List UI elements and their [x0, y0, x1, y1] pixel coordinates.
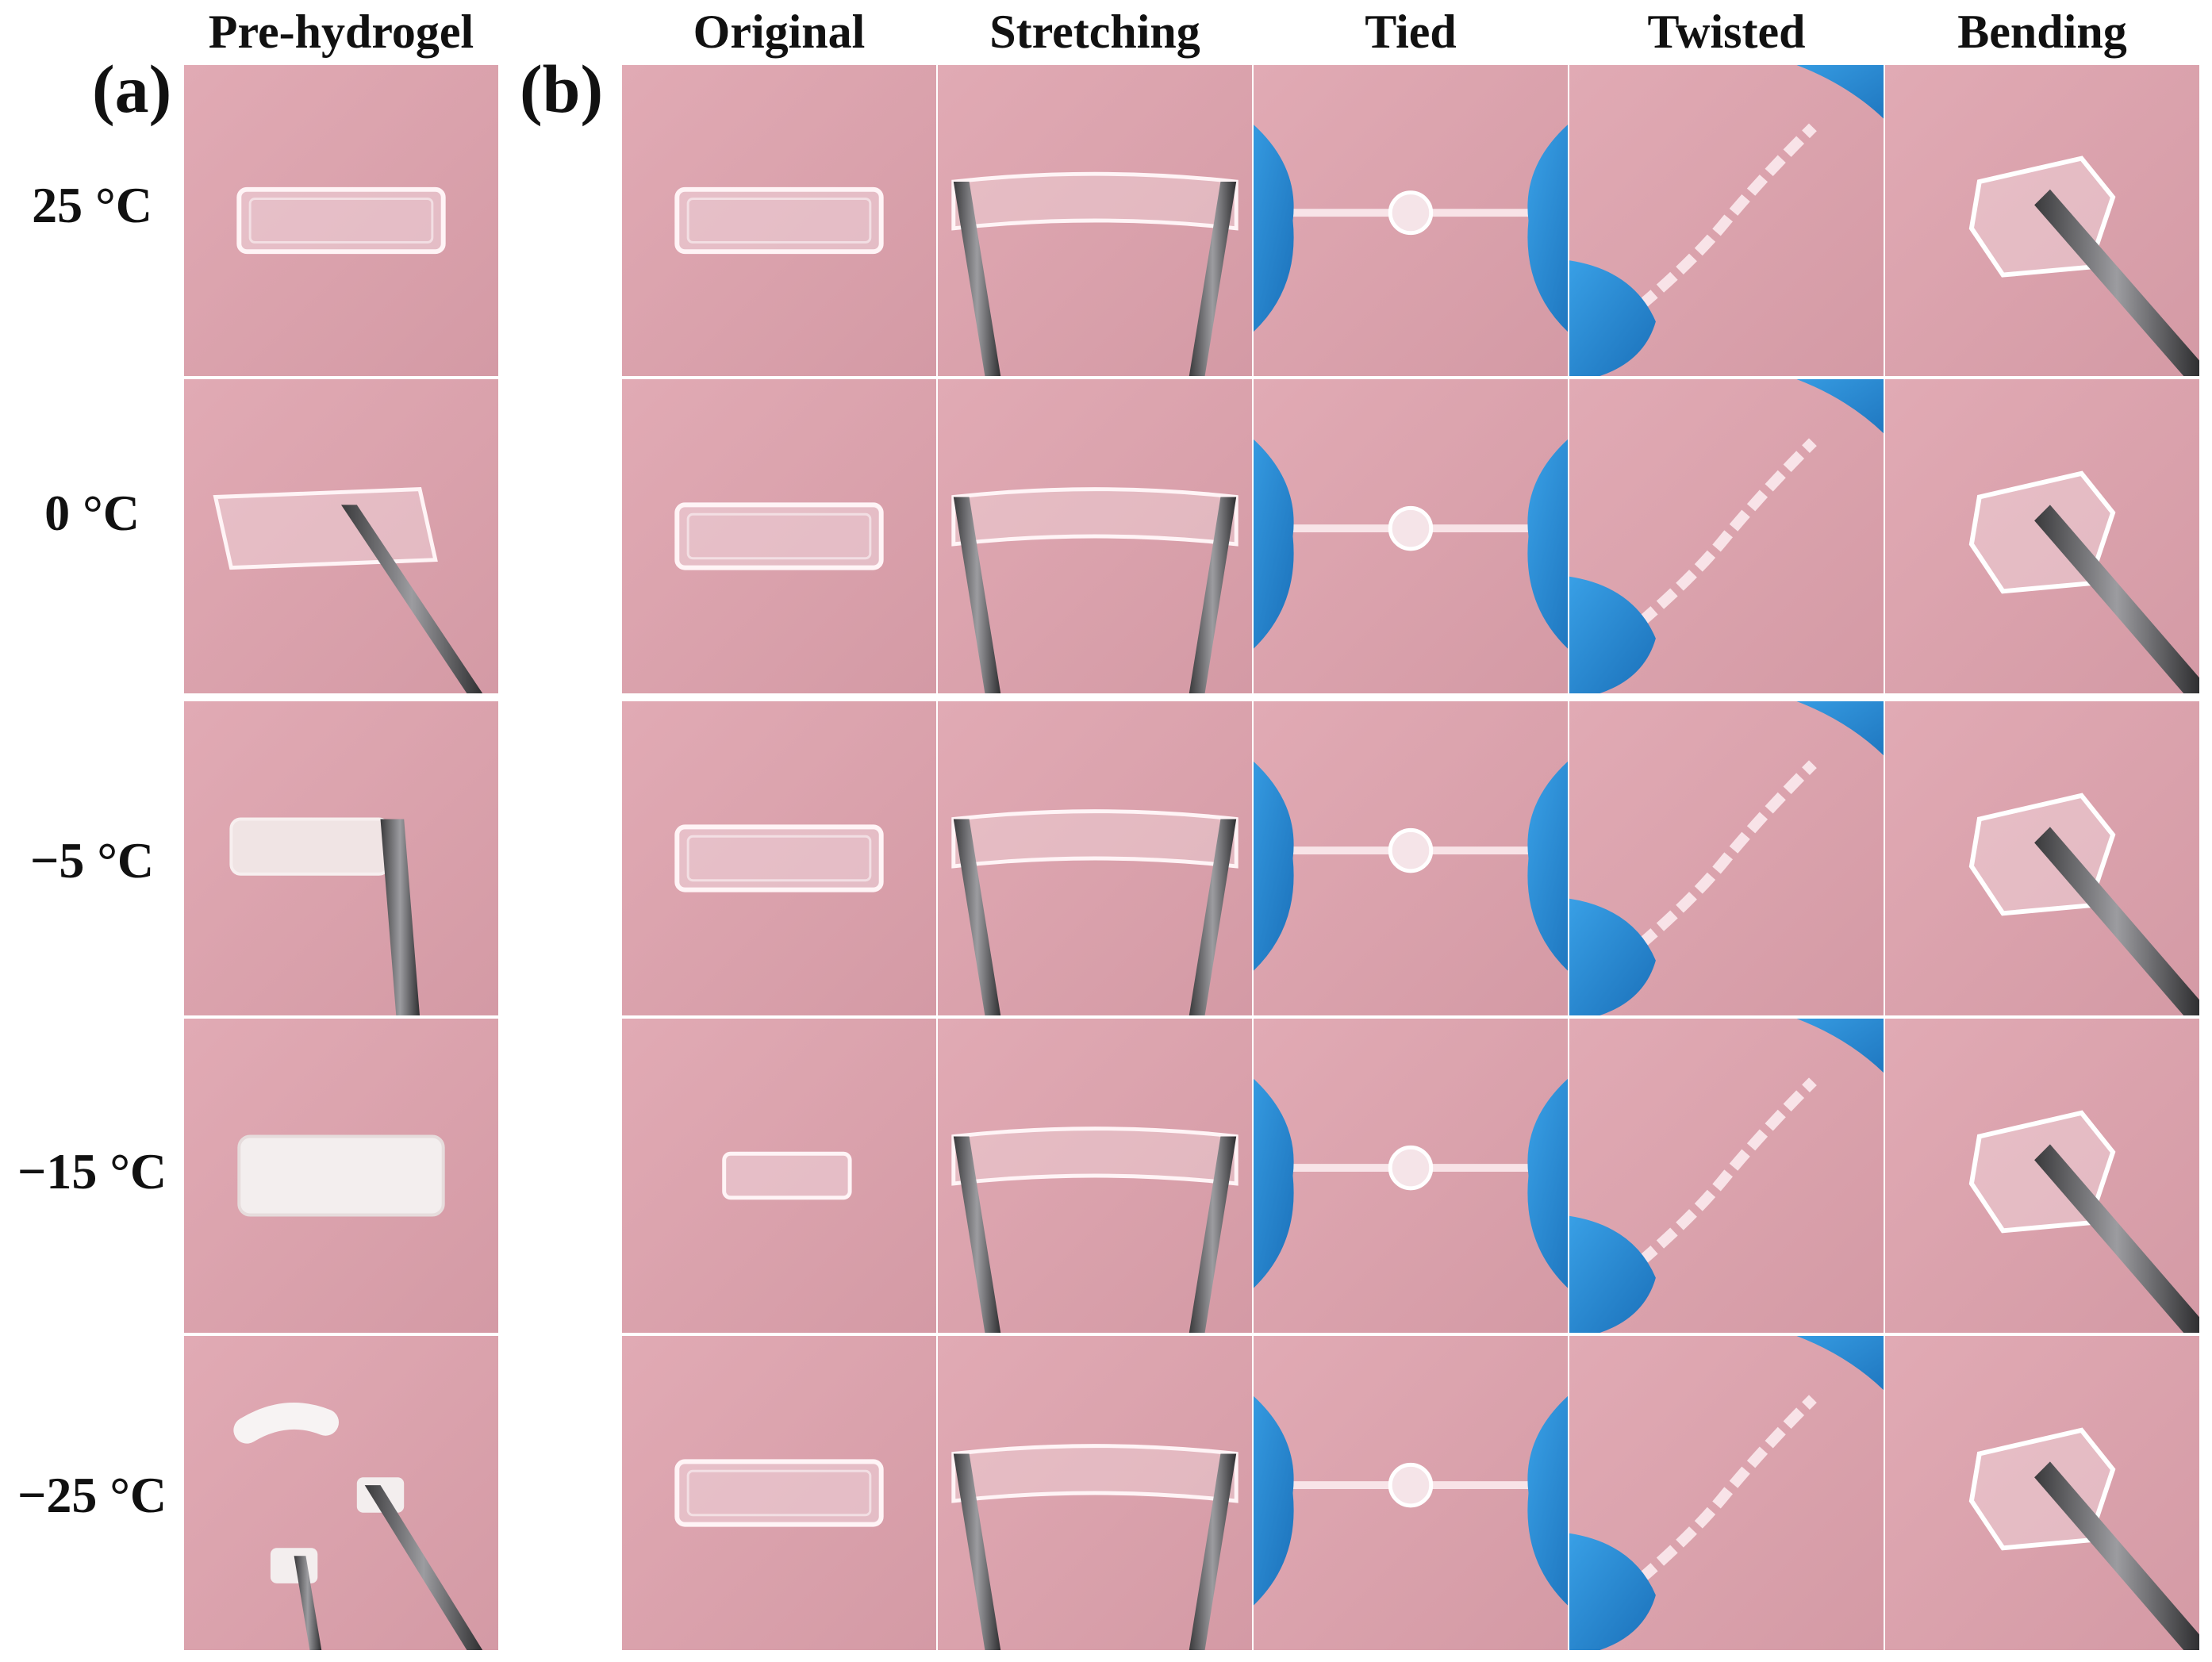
column-header-tied: Tied — [1365, 6, 1457, 58]
column-header-twisted: Twisted — [1647, 6, 1806, 58]
temperature-label-0: 0 °C — [44, 485, 140, 541]
photo-bending-25 — [1885, 65, 2199, 376]
photo-tied-minus5 — [1254, 701, 1568, 1015]
temperature-label-minus25: −25 °C — [17, 1467, 167, 1523]
column-header-original: Original — [693, 6, 866, 58]
photo-original-0 — [622, 379, 936, 693]
photo-original-minus25 — [622, 1336, 936, 1650]
photo-prehydrogel-0 — [184, 379, 498, 693]
photo-stretching-minus15 — [938, 1019, 1252, 1333]
photo-tied-25 — [1254, 65, 1568, 376]
photo-twisted-25 — [1569, 65, 1884, 376]
panel-a-label: (a) — [92, 51, 172, 127]
column-header-prehydrogel: Pre-hydrogel — [208, 6, 474, 58]
column-header-stretching: Stretching — [989, 6, 1200, 58]
photo-twisted-0 — [1569, 379, 1884, 693]
photo-stretching-0 — [938, 379, 1252, 693]
photo-twisted-minus5 — [1569, 701, 1884, 1015]
photo-prehydrogel-25 — [184, 65, 498, 376]
temperature-label-25: 25 °C — [32, 177, 152, 233]
photo-original-minus15 — [622, 1019, 936, 1333]
temperature-label-minus15: −15 °C — [17, 1143, 167, 1199]
photo-prehydrogel-minus25 — [184, 1336, 498, 1650]
photo-stretching-minus5 — [938, 701, 1252, 1015]
photo-original-25 — [622, 65, 936, 376]
panel-b-label: (b) — [520, 51, 604, 127]
photo-tied-0 — [1254, 379, 1568, 693]
photo-tied-minus15 — [1254, 1019, 1568, 1333]
photo-bending-0 — [1885, 379, 2199, 693]
photo-twisted-minus25 — [1569, 1336, 1884, 1650]
photo-bending-minus25 — [1885, 1336, 2199, 1650]
photo-bending-minus5 — [1885, 701, 2199, 1015]
photo-bending-minus15 — [1885, 1019, 2199, 1333]
photo-twisted-minus15 — [1569, 1019, 1884, 1333]
photo-stretching-minus25 — [938, 1336, 1252, 1650]
photo-stretching-25 — [938, 65, 1252, 376]
temperature-label-minus5: −5 °C — [29, 832, 155, 889]
photo-original-minus5 — [622, 701, 936, 1015]
photo-prehydrogel-minus5 — [184, 701, 498, 1015]
photo-prehydrogel-minus15 — [184, 1019, 498, 1333]
photo-tied-minus25 — [1254, 1336, 1568, 1650]
column-header-bending: Bending — [1957, 6, 2127, 58]
